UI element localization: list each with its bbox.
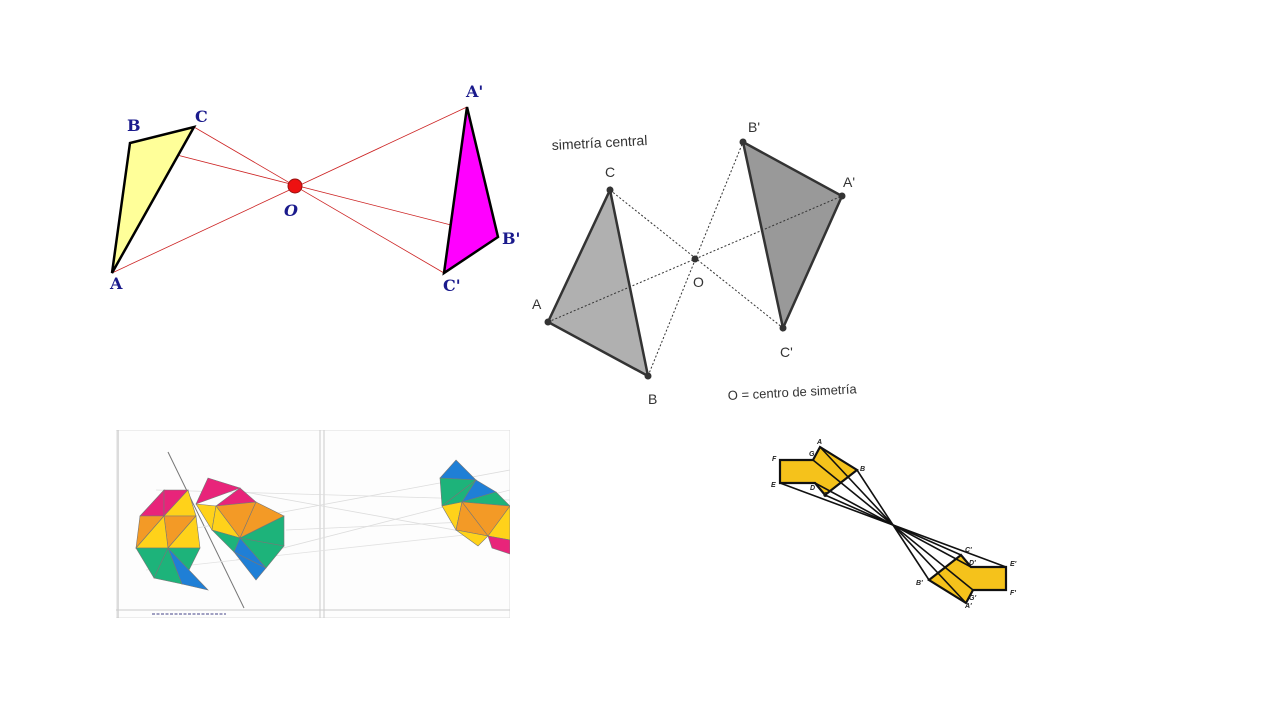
- label-b-prime: B': [748, 119, 760, 135]
- vertex-b: [644, 372, 652, 380]
- label-c: C: [823, 492, 829, 499]
- hexagon-left-2: [195, 477, 285, 581]
- vertex-b-prime: [739, 138, 747, 146]
- vertex-a: [544, 318, 552, 326]
- label-b-prime: B': [916, 580, 923, 587]
- diagram3-svg: [116, 430, 510, 618]
- hexagon-left-1: [135, 489, 209, 591]
- label-e: E: [771, 482, 776, 489]
- label-b-prime: B': [502, 229, 520, 248]
- label-b: B: [860, 466, 865, 473]
- center-point-o: [287, 178, 303, 194]
- label-a-prime: A': [964, 603, 972, 610]
- diagram-colored-hexagons: [116, 430, 510, 618]
- label-g-prime: G': [969, 595, 976, 602]
- diagram2-caption: O = centro de simetría: [727, 381, 857, 403]
- diagram1-svg: A B C O A' B' C': [109, 82, 520, 295]
- label-d-prime: D': [969, 560, 976, 567]
- label-c: C: [605, 164, 615, 180]
- triangle-abc-grey: [546, 186, 650, 379]
- diagram4-svg: A B C D E F G A' B' C' D' E' F' G': [771, 439, 1017, 610]
- label-o: O: [284, 201, 298, 220]
- diagram2-svg: simetría central A B C O A' B' C' O = ce…: [532, 119, 858, 407]
- triangle-prime-grey: [741, 139, 844, 332]
- vertex-a-prime: [838, 192, 846, 200]
- triangle-abc: [110, 125, 197, 274]
- label-d: D: [810, 485, 815, 492]
- label-o: O: [693, 274, 704, 290]
- label-a-prime: A': [465, 82, 483, 101]
- label-e-prime: E': [1010, 561, 1017, 568]
- label-b: B: [127, 116, 141, 135]
- diagram-central-symmetry-color: A B C O A' B' C': [100, 75, 530, 305]
- diagram2-title: simetría central: [551, 132, 647, 153]
- label-c-prime: C': [443, 276, 461, 295]
- vertex-c: [606, 186, 614, 194]
- label-b: B: [648, 391, 657, 407]
- label-a: A: [109, 274, 123, 293]
- diagram-arrow-symmetry: A B C D E F G A' B' C' D' E' F' G': [765, 435, 1025, 610]
- symmetry-rays: [779, 446, 1007, 604]
- ray-b: [129, 142, 499, 238]
- hexagon-right: [439, 459, 510, 555]
- label-a: A: [532, 296, 542, 312]
- label-c-prime: C': [780, 344, 793, 360]
- center-o: [691, 255, 699, 263]
- label-c-prime: C': [965, 547, 972, 554]
- label-f-prime: F': [1010, 590, 1016, 597]
- diagram-simetria-central: simetría central A B C O A' B' C' O = ce…: [525, 110, 870, 410]
- label-c: C: [195, 107, 208, 126]
- dashed-ray-c: [609, 189, 784, 329]
- label-g: G: [809, 451, 815, 458]
- label-a: A: [816, 439, 822, 446]
- triangle-a-prime-b-prime-c-prime: [442, 106, 500, 276]
- label-f: F: [772, 456, 777, 463]
- label-a-prime: A': [843, 174, 855, 190]
- vertex-c-prime: [779, 324, 787, 332]
- dashed-ray-a: [547, 195, 843, 323]
- ray-c: [193, 126, 445, 274]
